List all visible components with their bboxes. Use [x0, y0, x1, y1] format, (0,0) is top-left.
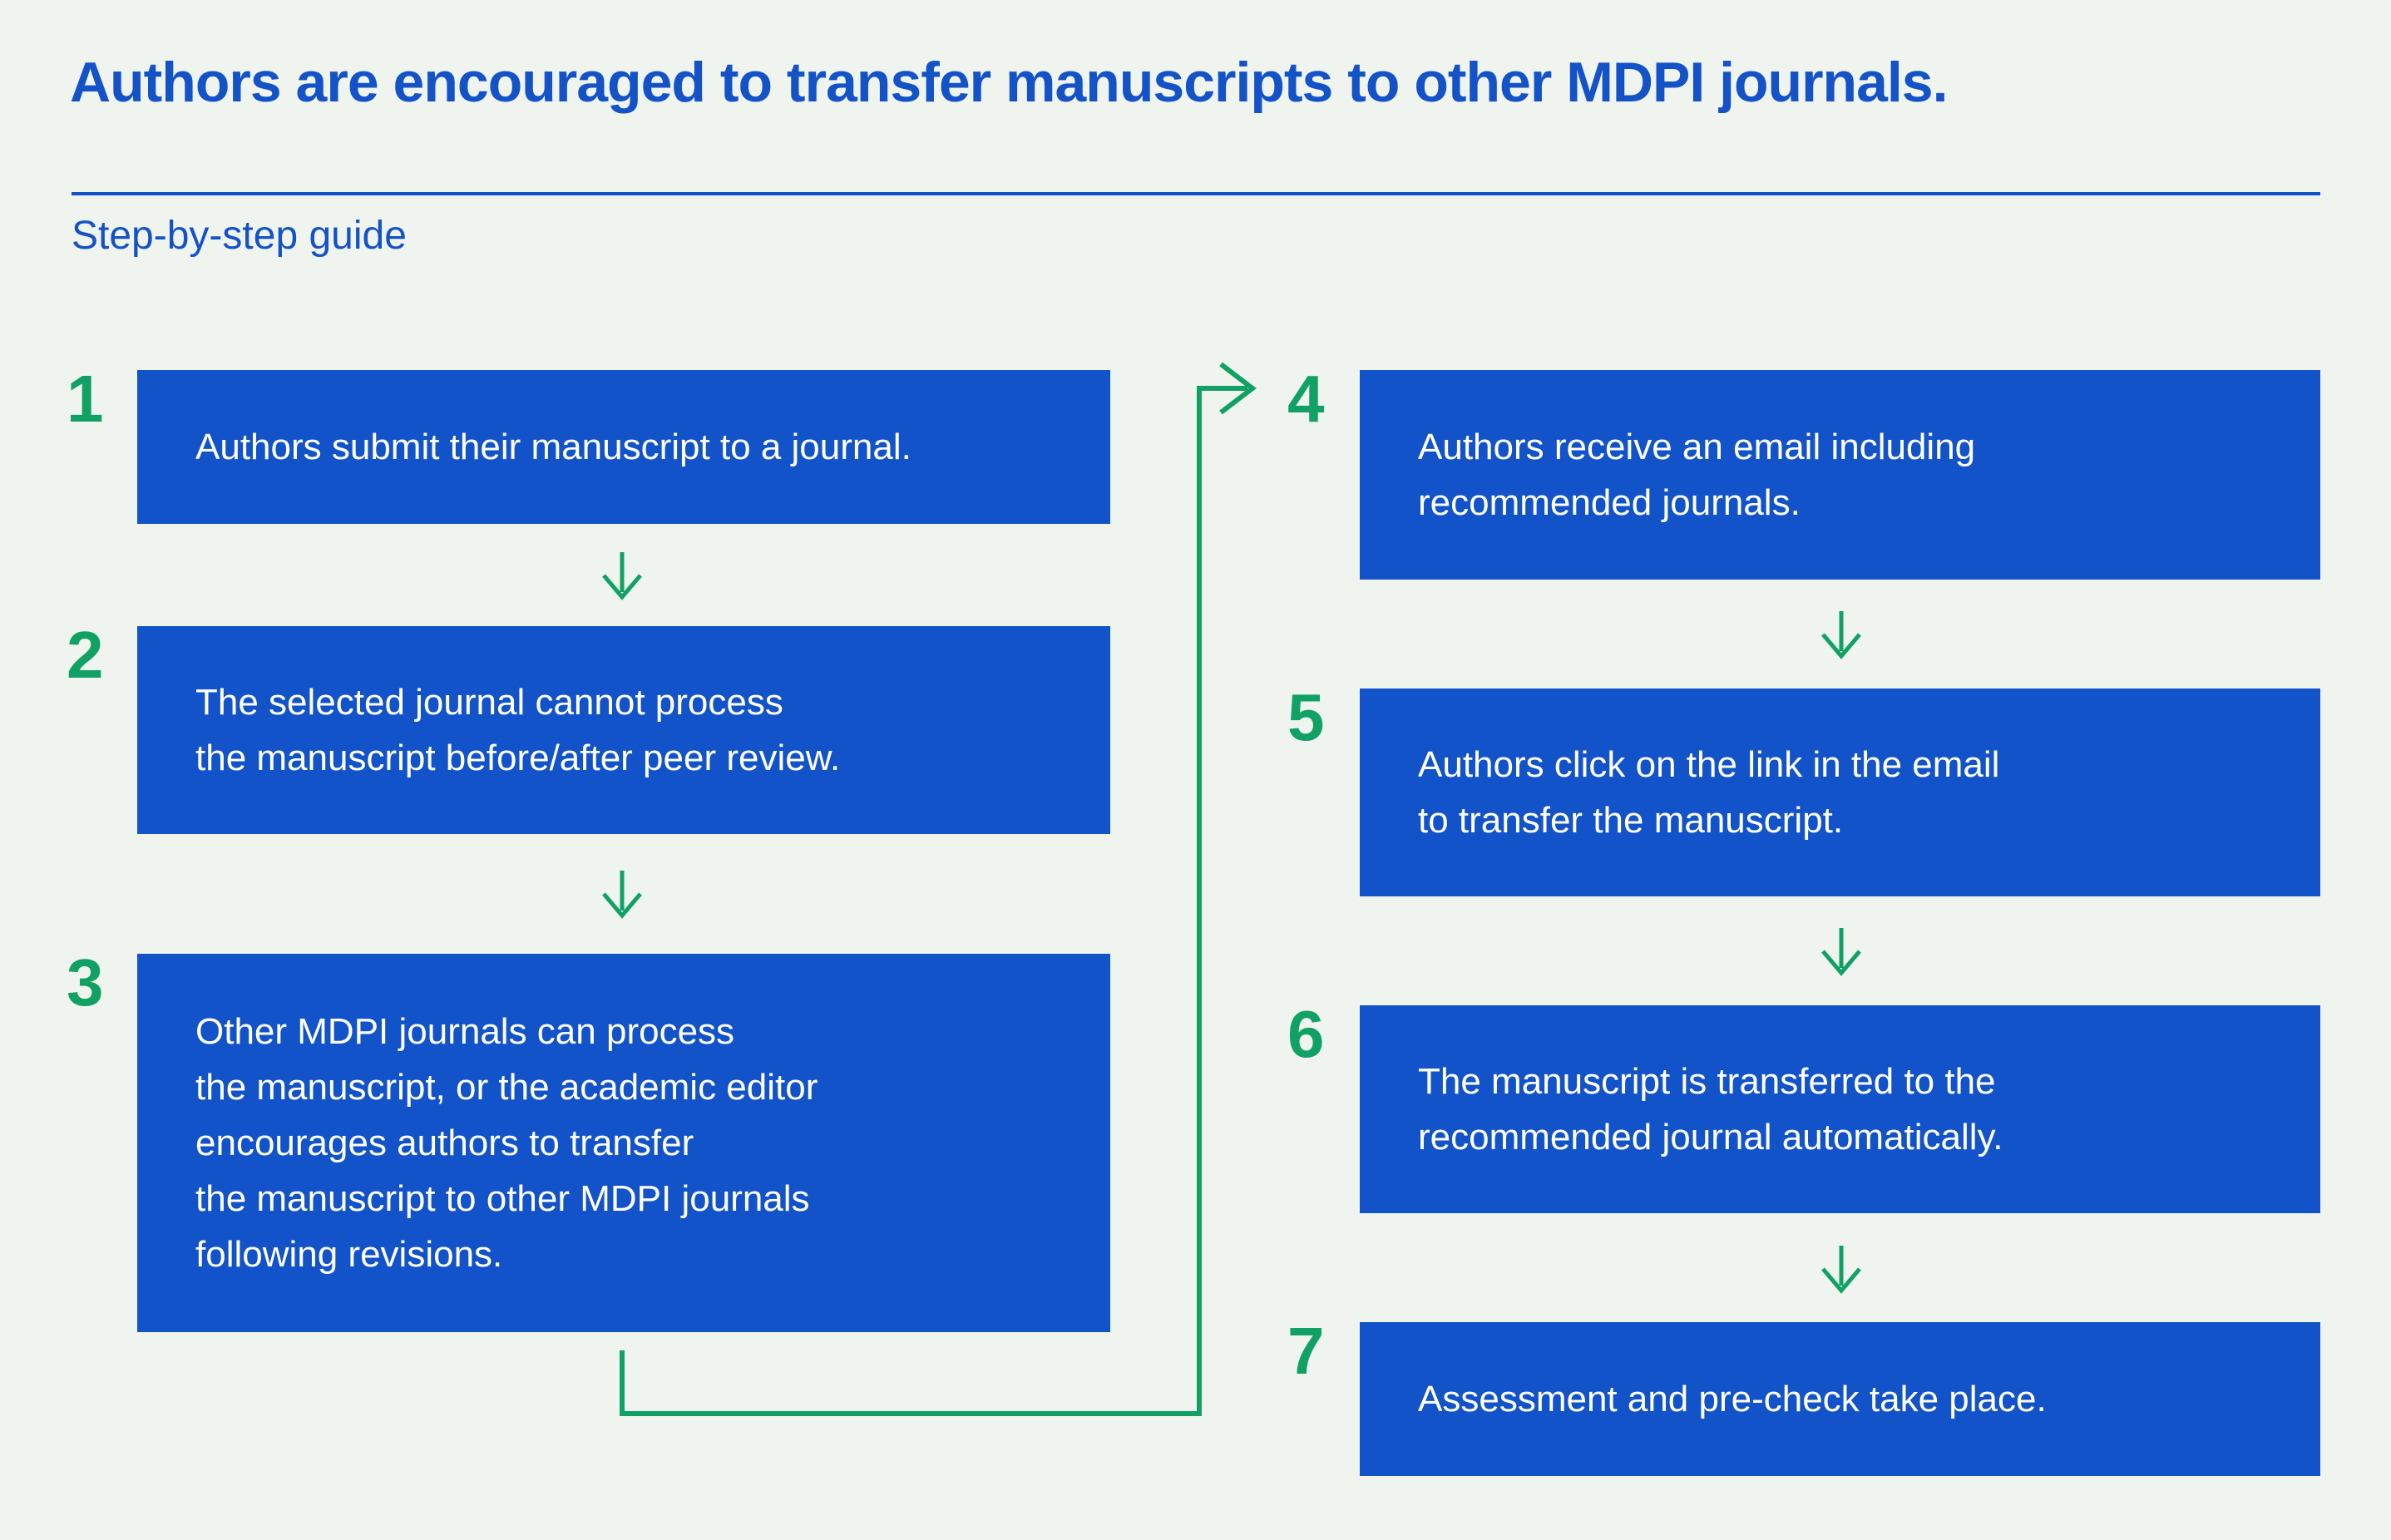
step-number-4: 4 [1287, 362, 1325, 436]
step-number-1: 1 [67, 362, 104, 436]
step-number-7: 7 [1287, 1314, 1325, 1388]
step-box-4: Authors receive an email including recom… [1360, 370, 2320, 580]
down-arrow-icon [1821, 1246, 1861, 1294]
step-number-6: 6 [1287, 997, 1325, 1071]
step-number-3: 3 [67, 945, 104, 1019]
down-arrow-icon [602, 871, 642, 919]
step-text-5: Authors click on the link in the email t… [1418, 744, 2000, 841]
subtitle: Step-by-step guide [72, 214, 407, 258]
page-title: Authors are encouraged to transfer manus… [70, 51, 1949, 114]
step-text-3: Other MDPI journals can process the manu… [195, 1011, 818, 1275]
step-number-2: 2 [67, 618, 104, 692]
step-text-1: Authors submit their manuscript to a jou… [195, 427, 911, 467]
down-arrow-icon [602, 552, 642, 600]
step-box-2: The selected journal cannot process the … [137, 626, 1110, 834]
step-box-5: Authors click on the link in the email t… [1360, 689, 2320, 896]
step-box-6: The manuscript is transferred to the rec… [1360, 1005, 2320, 1213]
step-text-2: The selected journal cannot process the … [195, 682, 841, 778]
step-number-5: 5 [1287, 680, 1325, 754]
step-box-1: Authors submit their manuscript to a jou… [137, 370, 1110, 524]
down-arrow-icon [1821, 611, 1861, 659]
step-box-7: Assessment and pre-check take place. [1360, 1322, 2320, 1476]
step-box-3: Other MDPI journals can process the manu… [137, 954, 1110, 1332]
divider-rule [72, 192, 2320, 195]
step-text-6: The manuscript is transferred to the rec… [1418, 1061, 2003, 1157]
step-text-7: Assessment and pre-check take place. [1418, 1379, 2047, 1419]
step-text-4: Authors receive an email including recom… [1418, 427, 1976, 523]
down-arrow-icon [1821, 928, 1861, 976]
